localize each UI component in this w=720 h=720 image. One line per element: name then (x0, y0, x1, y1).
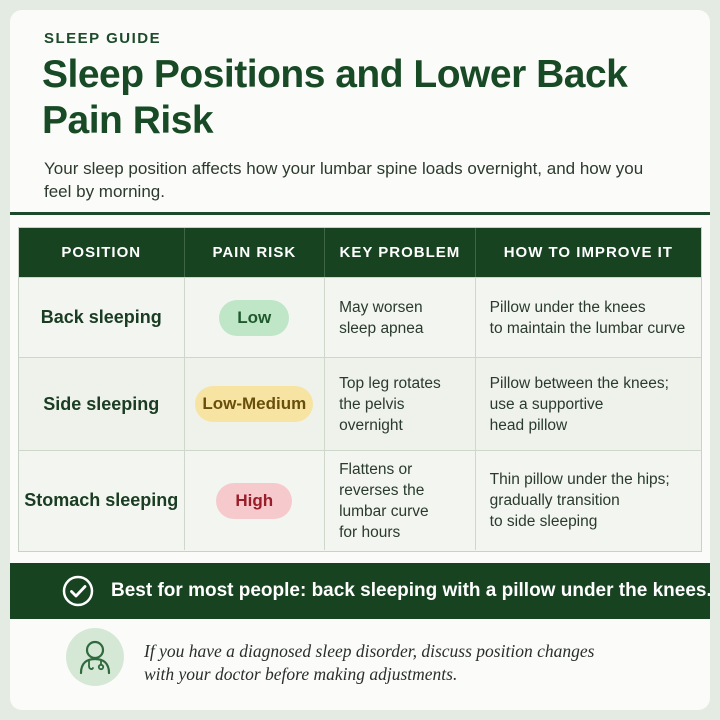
risk-cell: High (185, 451, 326, 550)
recommendation-banner: Best for most people: back sleeping with… (10, 563, 710, 619)
check-circle-icon (62, 575, 94, 607)
table-header: POSITION PAIN RISK KEY PROBLEM HOW TO IM… (19, 228, 701, 277)
sleep-guide-card: SLEEP GUIDE Sleep Positions and Lower Ba… (10, 10, 710, 710)
recommendation-text: Best for most people: back sleeping with… (111, 580, 710, 601)
table-row: Back sleeping Low May worsen sleep apnea… (19, 277, 701, 357)
problem-cell: Top leg rotates the pelvis overnight (325, 358, 476, 450)
risk-cell: Low (185, 278, 326, 357)
divider (10, 212, 710, 215)
kicker-label: SLEEP GUIDE (44, 30, 162, 47)
column-header-improve: HOW TO IMPROVE IT (503, 244, 673, 261)
table-row: Side sleeping Low-Medium Top leg rotates… (19, 357, 701, 450)
risk-cell: Low-Medium (185, 358, 326, 450)
doctor-icon (79, 640, 111, 675)
improve-cell: Pillow under the knees to maintain the l… (489, 298, 686, 337)
position-cell: Back sleeping (19, 278, 185, 357)
page-title: Sleep Positions and Lower Back Pain Risk (42, 53, 628, 142)
problem-cell: May worsen sleep apnea (325, 278, 476, 357)
column-header-pain-risk: PAIN RISK (185, 228, 326, 277)
risk-badge-high: High (216, 482, 293, 519)
column-header-position: POSITION (19, 228, 185, 277)
position-cell: Side sleeping (19, 358, 185, 450)
doctor-avatar (66, 628, 124, 686)
risk-badge-low: Low (219, 299, 290, 336)
problem-cell: Flattens or reverses the lumbar curve fo… (325, 451, 476, 550)
improve-cell: Thin pillow under the hips; gradually tr… (489, 471, 670, 530)
position-cell: Stomach sleeping (19, 451, 185, 550)
risk-badge-low-medium: Low-Medium (195, 386, 314, 422)
page-subtitle: Your sleep position affects how your lum… (44, 159, 644, 201)
positions-table: POSITION PAIN RISK KEY PROBLEM HOW TO IM… (18, 227, 702, 552)
disclaimer-note: If you have a diagnosed sleep disorder, … (144, 641, 595, 684)
column-header-key-problem: KEY PROBLEM (325, 228, 476, 277)
table-row: Stomach sleeping High Flattens or revers… (19, 450, 701, 550)
improve-cell: Pillow between the knees; use a supporti… (489, 374, 669, 434)
